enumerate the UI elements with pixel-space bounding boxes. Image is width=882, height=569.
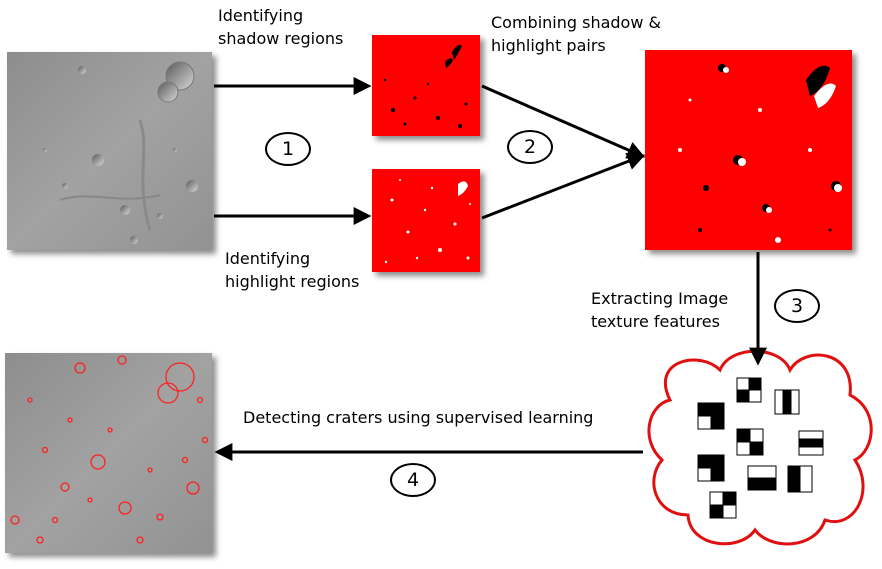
detection-output-image — [5, 353, 212, 553]
arrow-shadow-to-combined — [481, 84, 646, 159]
shadow-mask-image — [372, 35, 480, 136]
crater-outlines — [10, 355, 209, 544]
step-1-badge: 1 — [265, 132, 311, 166]
haar-feature-icons — [697, 377, 824, 519]
combined-pairs-image — [645, 50, 852, 250]
label-combining-pairs: Combining shadow &highlight pairs — [491, 13, 661, 55]
label-detecting-craters: Detecting craters using supervised learn… — [243, 408, 594, 427]
arrow-highlight-to-combined — [481, 152, 646, 220]
highlight-mask-image — [372, 169, 480, 272]
input-terrain-image — [7, 52, 212, 250]
arrows — [214, 77, 767, 461]
step-2-badge: 2 — [507, 130, 553, 164]
step-3-badge: 3 — [774, 289, 820, 323]
step-4-badge: 4 — [390, 463, 436, 497]
